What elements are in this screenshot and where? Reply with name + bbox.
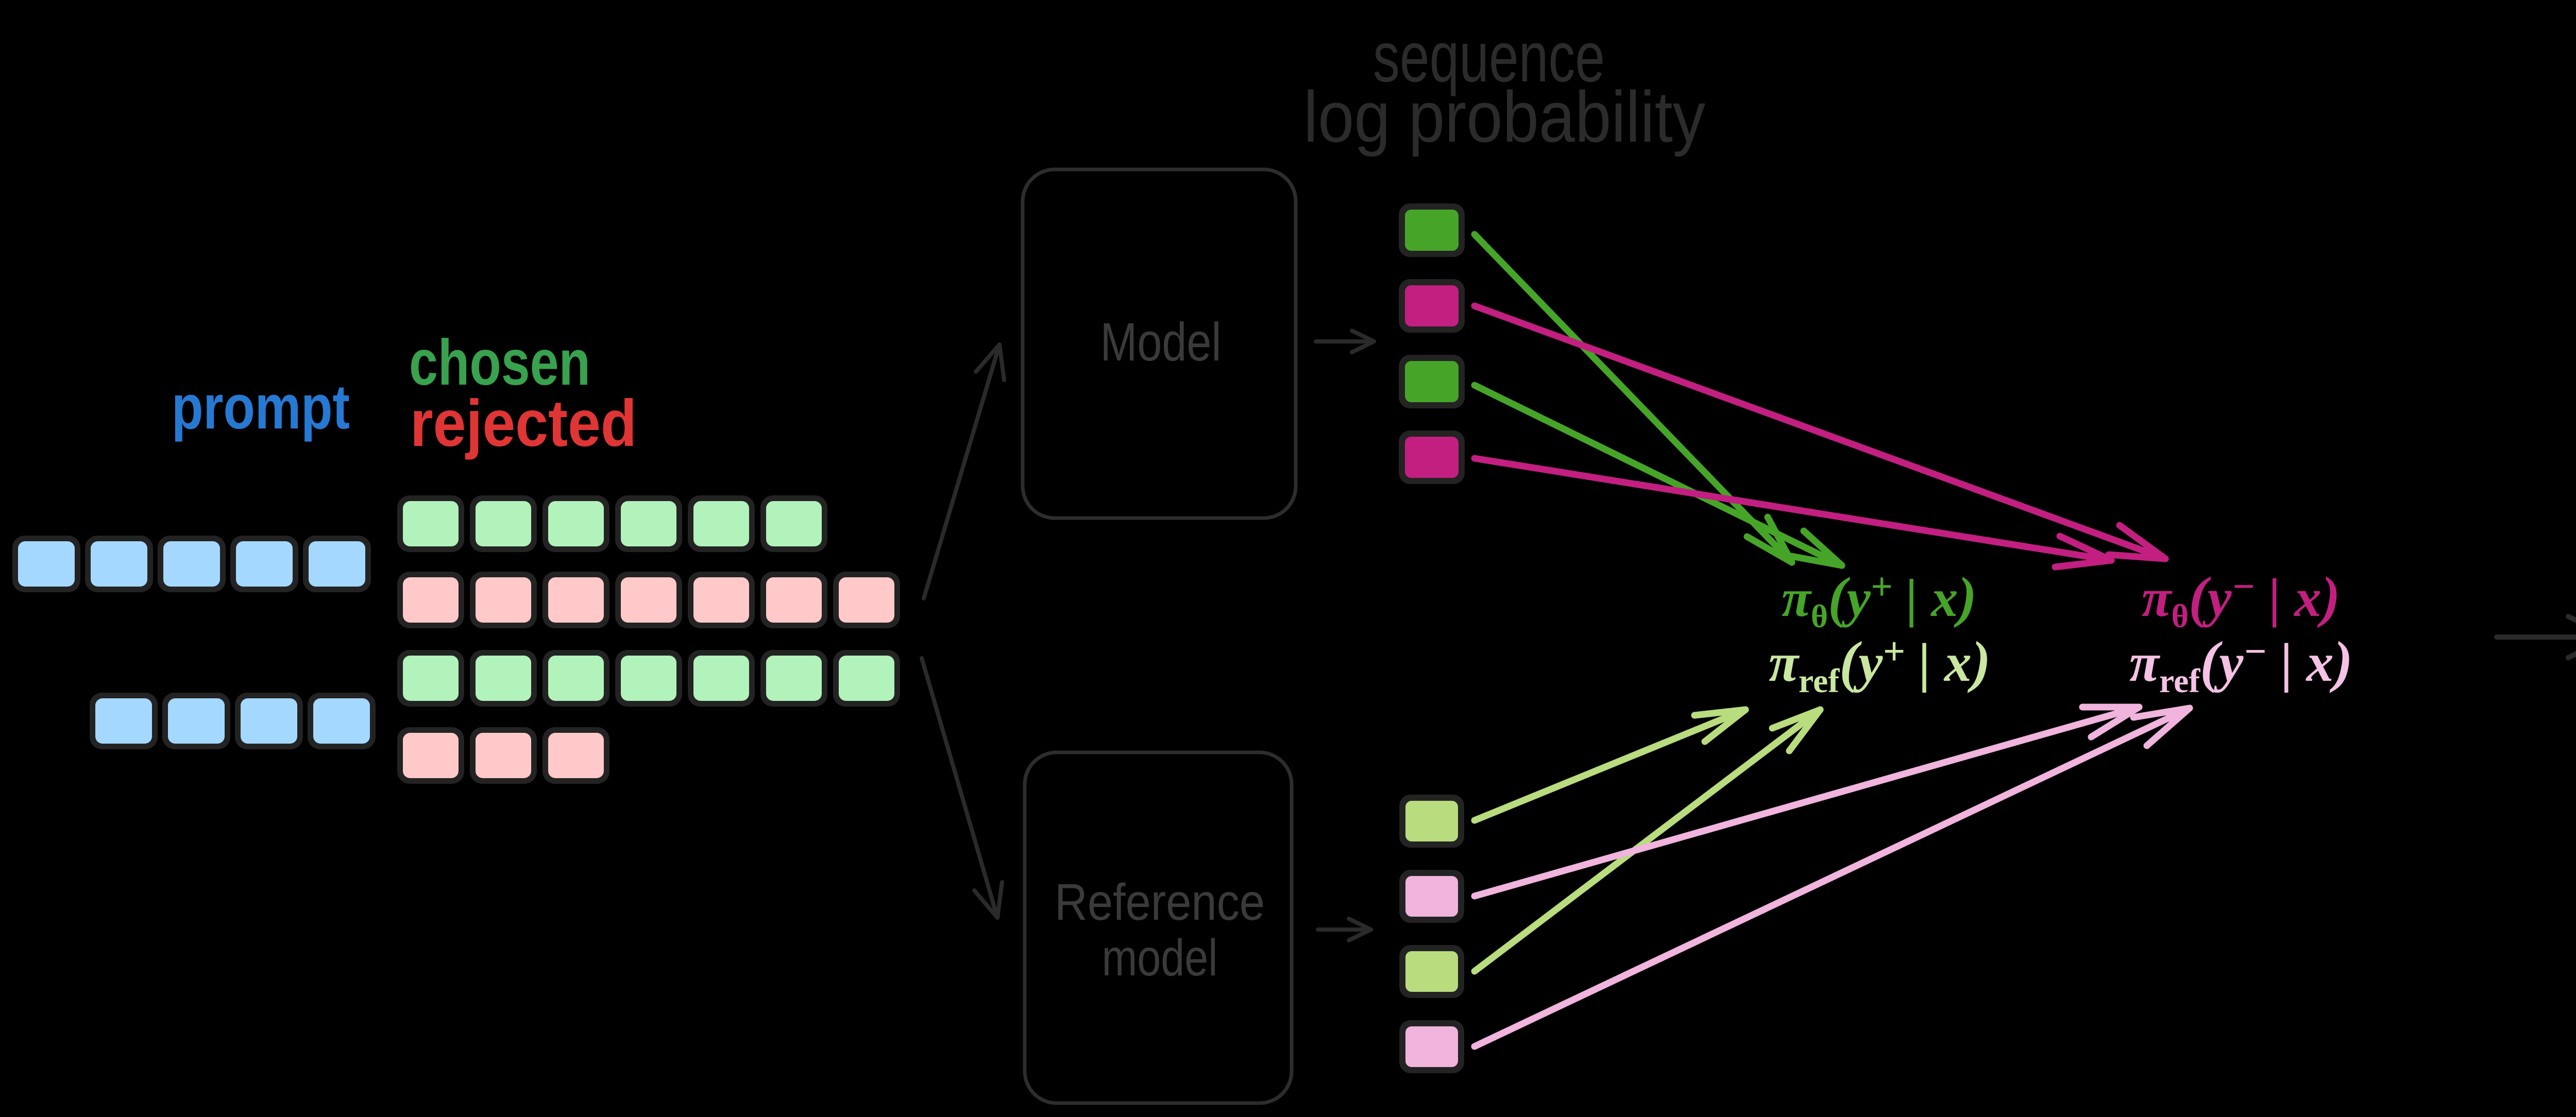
svg-text:log probability: log probability — [1303, 76, 1705, 157]
svg-text:πref(y+ | x): πref(y+ | x) — [1769, 630, 1991, 700]
svg-text:chosen: chosen — [409, 327, 590, 399]
svg-text:prompt: prompt — [172, 372, 350, 442]
svg-text:Model: Model — [1100, 312, 1222, 372]
svg-text:model: model — [1102, 929, 1218, 987]
svg-text:rejected: rejected — [410, 387, 637, 460]
svg-text:Reference: Reference — [1055, 873, 1265, 931]
svg-text:sequence: sequence — [1373, 18, 1605, 97]
